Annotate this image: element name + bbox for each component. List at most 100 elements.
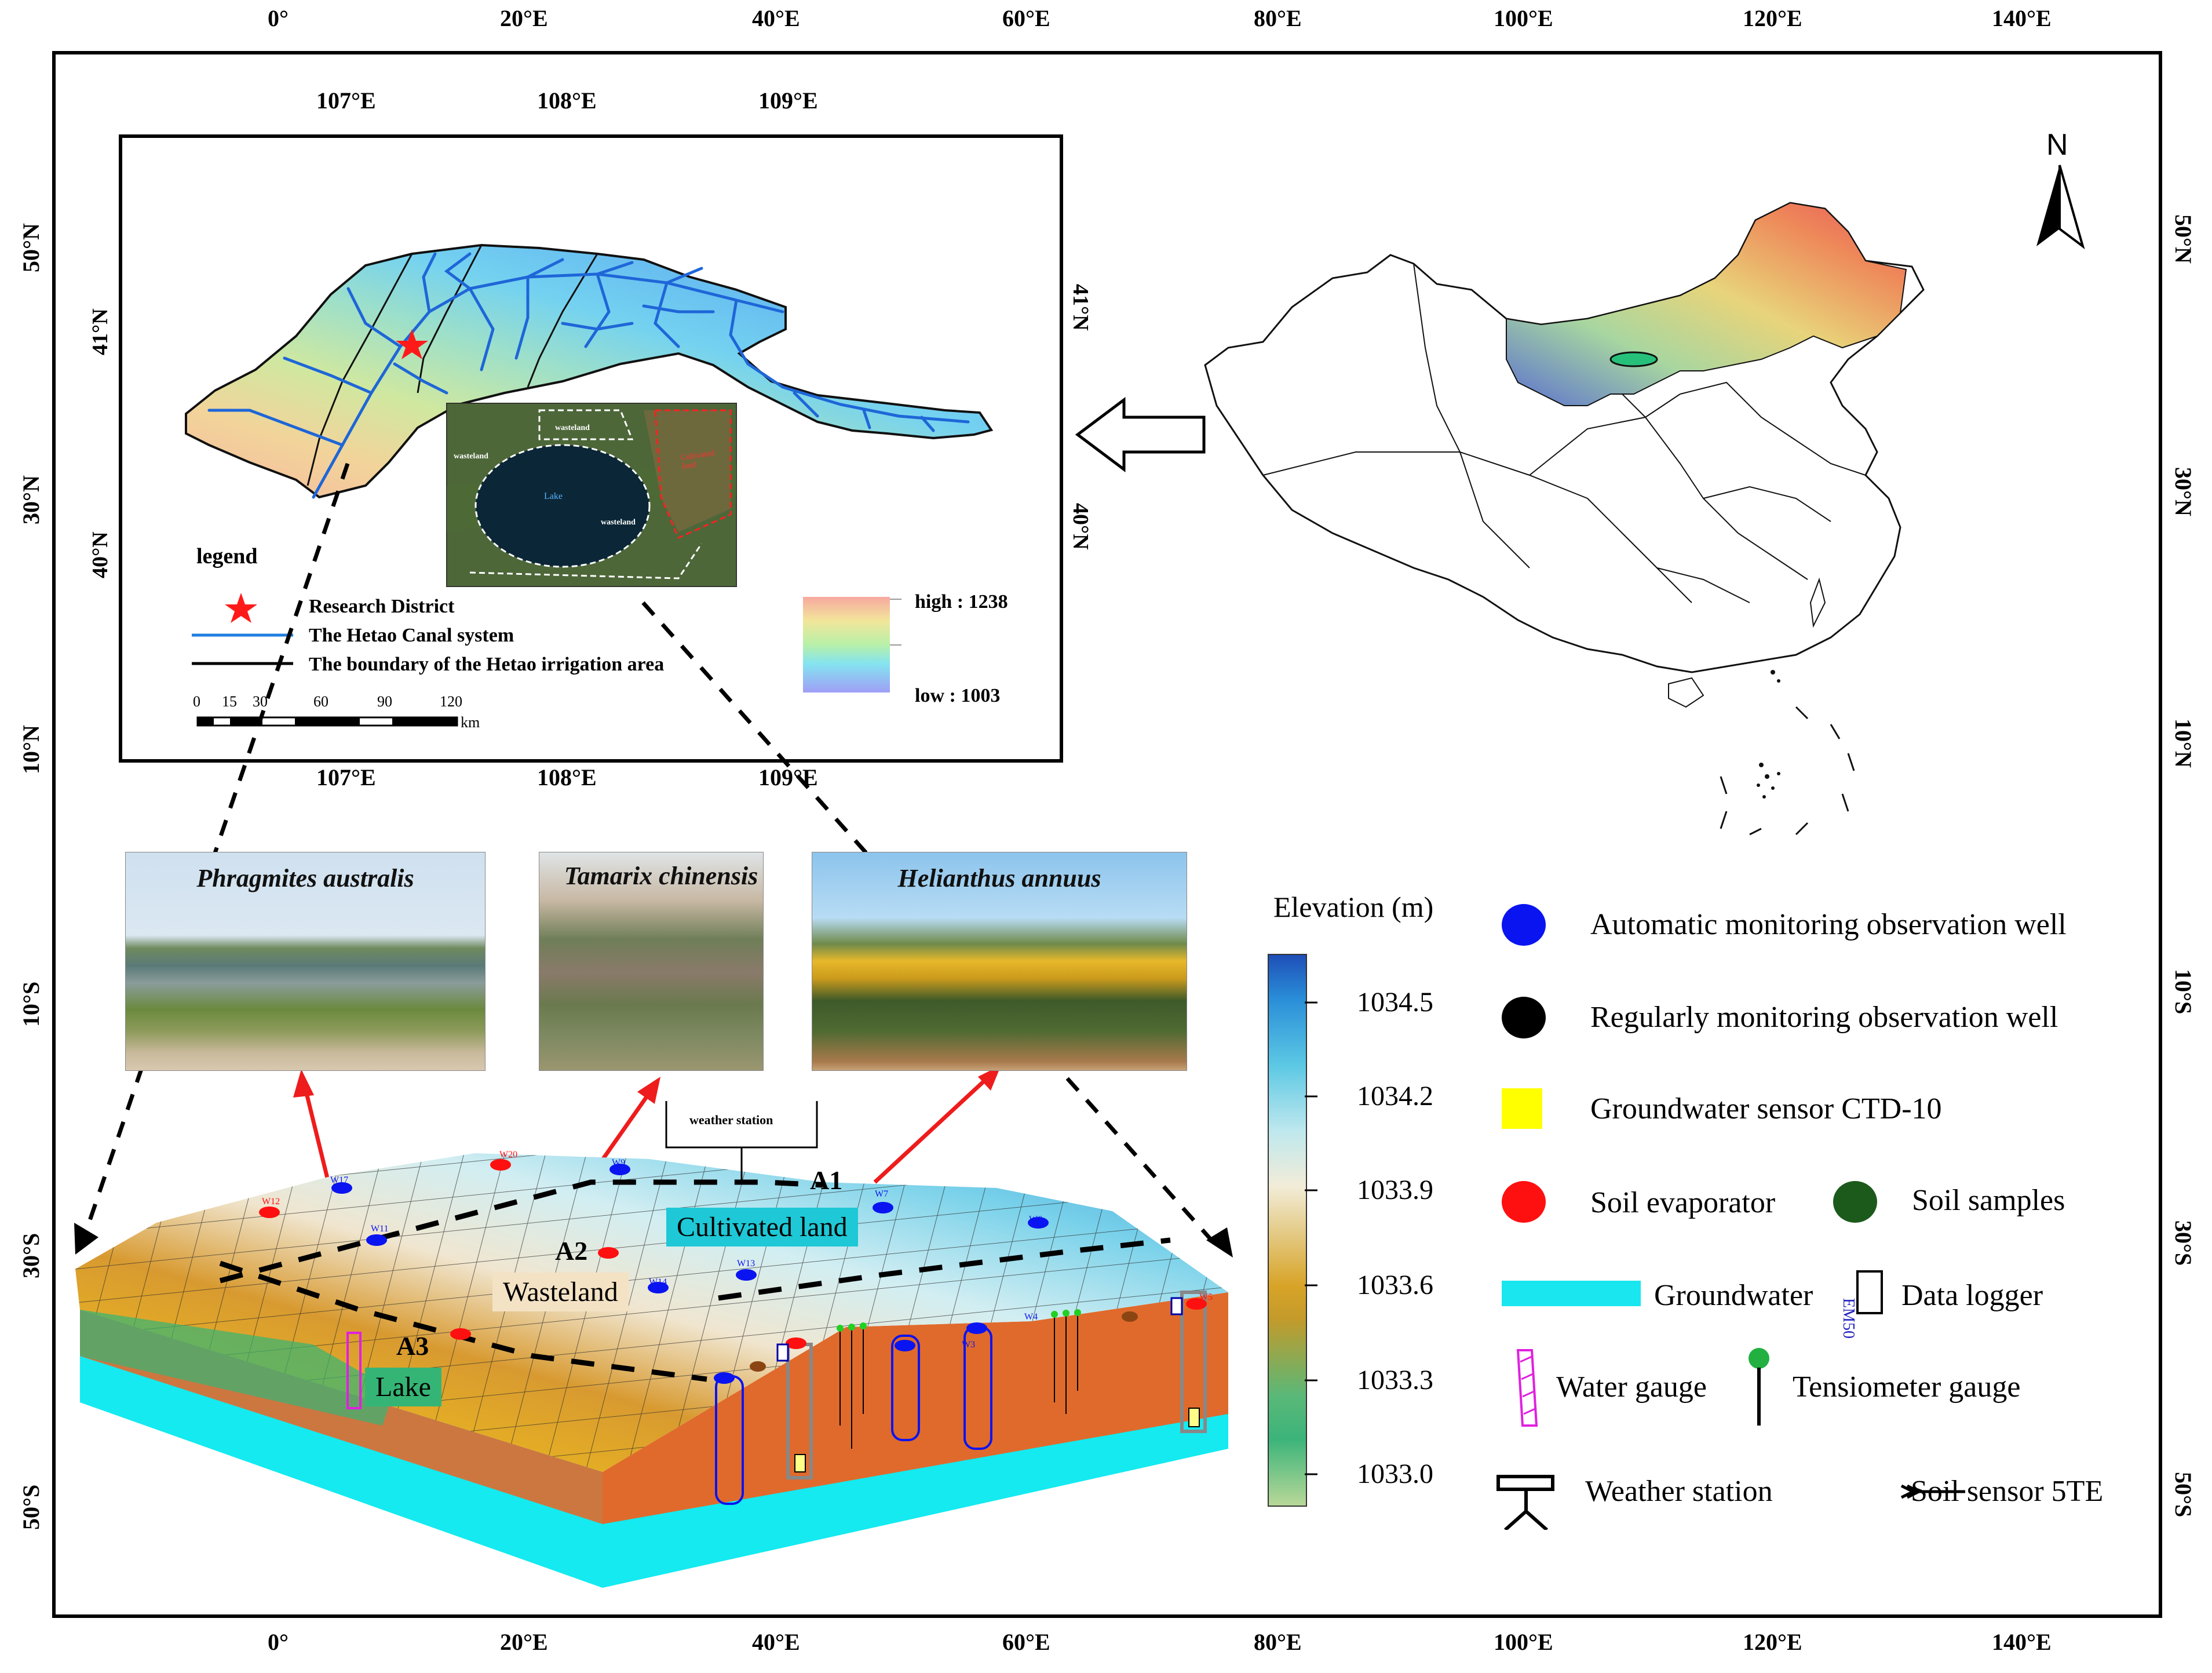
map-frame (52, 51, 2162, 1618)
well-label-w13: W13 (737, 1259, 755, 1269)
water-gauge (346, 1332, 362, 1409)
north-arrow-icon (2036, 165, 2085, 250)
zone-id-a3: A3 (396, 1331, 429, 1361)
inset-tick-bottom-1: 108°E (537, 764, 597, 790)
sat-label-lake: Lake (544, 491, 563, 501)
legend-evaporator: Soil evaporator (1590, 1186, 1776, 1219)
water-gauge-icon (1516, 1349, 1538, 1427)
tick-bottom-4: 80°E (1254, 1629, 1302, 1655)
well-label-w11: W11 (371, 1224, 389, 1234)
legend-ctd: Groundwater sensor CTD-10 (1590, 1092, 1942, 1125)
hainan-island (1668, 677, 1704, 708)
legend-weather: Weather station (1585, 1475, 1773, 1508)
well-label-w1: W1 (717, 1372, 731, 1382)
tick-bottom-7: 140°E (1992, 1629, 2052, 1655)
zone-id-a1: A1 (810, 1165, 843, 1195)
groundwater-icon (1502, 1281, 1641, 1306)
elevation-belt (1506, 202, 1907, 406)
inset-tick-top-2: 109°E (758, 88, 818, 114)
hetao-area (185, 243, 994, 499)
elevation-gradient (803, 597, 890, 692)
tensiometer-icon (1749, 1348, 1769, 1369)
canal-system (207, 252, 970, 499)
well-markers (259, 1159, 1207, 1384)
zone-label-wasteland: Wasteland (492, 1273, 629, 1311)
legend-regular-well: Regularly monitoring observation well (1590, 1001, 2058, 1034)
photo-title-tamarix: Tamarix chinensis (564, 862, 758, 890)
elevation-high-label: high : 1238 (915, 591, 1008, 613)
scale-tick-1: 15 (222, 693, 237, 710)
legend-soil-sensor: Soil sensor 5TE (1911, 1475, 2104, 1508)
tick-bottom-3: 60°E (1002, 1629, 1050, 1655)
legend-em50: EM50 (1839, 1298, 1857, 1339)
well-label-w20: W20 (499, 1150, 518, 1160)
inset-tick-top-0: 107°E (316, 88, 376, 114)
tick-bottom-5: 100°E (1494, 1629, 1553, 1655)
soil-evaporator-icon (1502, 1181, 1546, 1223)
tick-top-6: 120°E (1743, 5, 1802, 31)
well-label-w12: W12 (262, 1197, 280, 1207)
elevation-colorbar (1268, 954, 1307, 1507)
south-sea-islands (1720, 706, 1855, 836)
photo-title-phragmites: Phragmites australis (196, 864, 414, 892)
tick-top-2: 40°E (752, 5, 800, 31)
zone-boundaries (219, 1179, 1171, 1382)
well-label-w3: W3 (962, 1340, 976, 1350)
well-label-w17: W17 (330, 1175, 349, 1185)
inset-legend-title: legend (196, 544, 258, 568)
data-logger-icon (1856, 1270, 1883, 1314)
legend-water-gauge: Water gauge (1556, 1371, 1707, 1404)
well-label-w7: W7 (875, 1189, 889, 1199)
well-label-w6: W6 (1029, 1215, 1043, 1224)
well-label-w9: W9 (612, 1158, 626, 1168)
tick-bottom-2: 40°E (752, 1629, 800, 1655)
legend-groundwater: Groundwater (1654, 1279, 1813, 1312)
legend-tensiometer: Tensiometer gauge (1793, 1371, 2021, 1404)
photo-tamarix: Tamarix chinensis (539, 852, 764, 1071)
auto-well-icon (1502, 904, 1546, 946)
hetao-marker (1609, 351, 1658, 367)
zone-id-a2: A2 (555, 1236, 588, 1266)
well-label-w5: W5 (1199, 1292, 1213, 1302)
sat-label-wasteland-top: wasteland (555, 424, 590, 432)
weather-station-label: weather station (689, 1113, 773, 1127)
irrigation-area-map (185, 243, 994, 727)
district-boundary (417, 245, 483, 393)
colorbar-title: Elevation (m) (1273, 891, 1434, 923)
photo-helianthus: Helianthus annuus (812, 852, 1187, 1071)
sat-label-wasteland-bottom: wasteland (601, 518, 636, 527)
legend-research-district: Research District (309, 596, 455, 617)
sat-label-wasteland-left: wasteland (454, 452, 488, 461)
photo-title-helianthus: Helianthus annuus (897, 864, 1101, 892)
scale-tick-2: 30 (253, 693, 268, 710)
colorbar-tick-5: 1033.0 (1357, 1459, 1433, 1489)
satellite-lake (476, 445, 649, 567)
soil-samples-icon (1833, 1181, 1877, 1223)
tick-bottom-1: 20°E (500, 1629, 548, 1655)
ctd-sensor-icon (1502, 1088, 1542, 1129)
tick-top-7: 140°E (1992, 5, 2052, 31)
colorbar-tick-4: 1033.3 (1357, 1365, 1433, 1395)
china-map (1204, 202, 1925, 836)
scale-tick-4: 90 (377, 693, 392, 710)
island-dots (1757, 670, 1780, 799)
elevation-low-label: low : 1003 (915, 685, 1001, 706)
tick-top-0: 0° (268, 5, 289, 31)
scale-tick-0: 0 (193, 693, 200, 710)
weather-station-block (665, 1101, 818, 1182)
tick-top-5: 100°E (1494, 5, 1553, 31)
zone-label-lake: Lake (365, 1368, 441, 1406)
scale-unit: km (461, 714, 480, 731)
legend-soil-samples: Soil samples (1912, 1184, 2065, 1217)
regular-well-icon (1502, 997, 1546, 1038)
tick-bottom-6: 120°E (1743, 1629, 1802, 1655)
legend-data-logger: Data logger (1901, 1279, 2043, 1312)
inset-tick-top-1: 108°E (537, 88, 597, 114)
colorbar-ticks-lines (1305, 1001, 1317, 1475)
well-label-w14: W14 (649, 1277, 667, 1287)
legend-boundary: The boundary of the Hetao irrigation are… (309, 654, 665, 675)
legend-canal-system: The Hetao Canal system (309, 625, 514, 646)
research-district-star (396, 329, 428, 359)
legend-symbols (1496, 904, 1965, 1530)
weather-station-icon (1496, 1475, 1554, 1530)
